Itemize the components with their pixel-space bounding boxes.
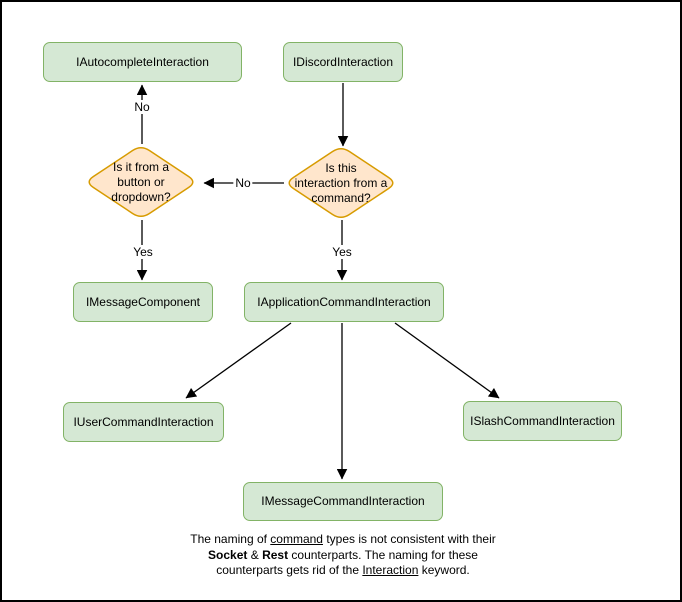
caption-segment-bold-rest: Rest xyxy=(262,547,289,562)
decision-label: Is it from a button or dropdown? xyxy=(111,159,171,204)
caption-segment-bold-socket: Socket xyxy=(208,547,248,562)
caption: The naming of command types is not consi… xyxy=(163,532,523,579)
caption-line-1: The naming of command types is not consi… xyxy=(163,532,523,548)
decision-node-button-or-dropdown: Is it from a button or dropdown? xyxy=(84,144,198,220)
caption-line-3: counterparts gets rid of the Interaction… xyxy=(163,563,523,579)
edge-label-yes-left: Yes xyxy=(131,245,155,259)
diamond-shape xyxy=(288,148,394,218)
node-iapplicationcommandinteraction: IApplicationCommandInteraction xyxy=(244,282,444,322)
caption-segment-underline-command: command xyxy=(270,532,323,546)
diamond-shape xyxy=(88,147,194,217)
caption-line-2: Socket & Rest counterparts. The naming f… xyxy=(163,548,523,564)
node-label: IUserCommandInteraction xyxy=(73,414,214,429)
edge-label-no-middle: No xyxy=(233,176,253,190)
caption-segment: & xyxy=(247,547,263,562)
decision-node-from-a-command: Is this interaction from a command? xyxy=(284,145,398,221)
edge-application-to-slash-command xyxy=(394,322,500,399)
node-label: IApplicationCommandInteraction xyxy=(257,294,431,309)
node-imessagecommandinteraction: IMessageCommandInteraction xyxy=(243,482,443,521)
node-islashcommandinteraction: ISlashCommandInteraction xyxy=(463,401,622,441)
caption-segment: keyword. xyxy=(418,563,470,577)
caption-segment: counterparts gets rid of the xyxy=(216,563,363,577)
node-label: IMessageCommandInteraction xyxy=(261,494,425,508)
edge-label-no-top: No xyxy=(132,100,152,114)
node-idiscordinteraction: IDiscordInteraction xyxy=(283,42,403,82)
node-label: IDiscordInteraction xyxy=(292,54,394,69)
node-label: IMessageComponent xyxy=(85,294,201,309)
edge-application-to-user-command xyxy=(185,322,292,399)
node-label: IAutocompleteInteraction xyxy=(76,54,209,69)
node-iautocompleteinteraction: IAutocompleteInteraction xyxy=(43,42,242,82)
decision-label: Is this interaction from a command? xyxy=(294,160,388,205)
node-iusercommandinteraction: IUserCommandInteraction xyxy=(63,402,224,442)
caption-segment-underline-interaction: Interaction xyxy=(362,563,419,577)
node-label: ISlashCommandInteraction xyxy=(470,413,615,428)
caption-segment: The naming of xyxy=(190,532,271,546)
caption-segment: counterparts. The naming for these xyxy=(288,547,478,562)
edge-label-yes-right: Yes xyxy=(330,245,354,259)
node-imessagecomponent: IMessageComponent xyxy=(73,282,213,322)
caption-segment: types is not consistent with their xyxy=(322,532,496,546)
